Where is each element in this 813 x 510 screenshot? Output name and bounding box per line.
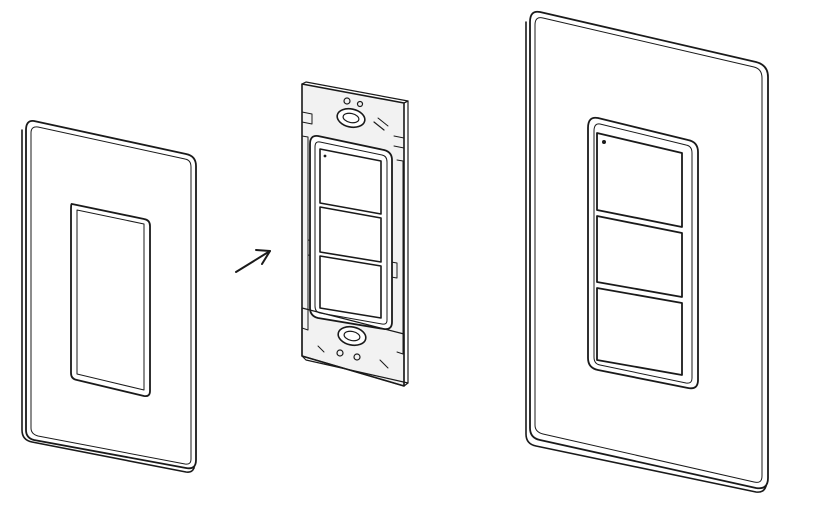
arrow-icon [235, 249, 271, 273]
keypad-switch-icon [301, 81, 409, 387]
wall-plate-icon [21, 120, 197, 473]
assembled-keypad-icon [525, 10, 769, 493]
